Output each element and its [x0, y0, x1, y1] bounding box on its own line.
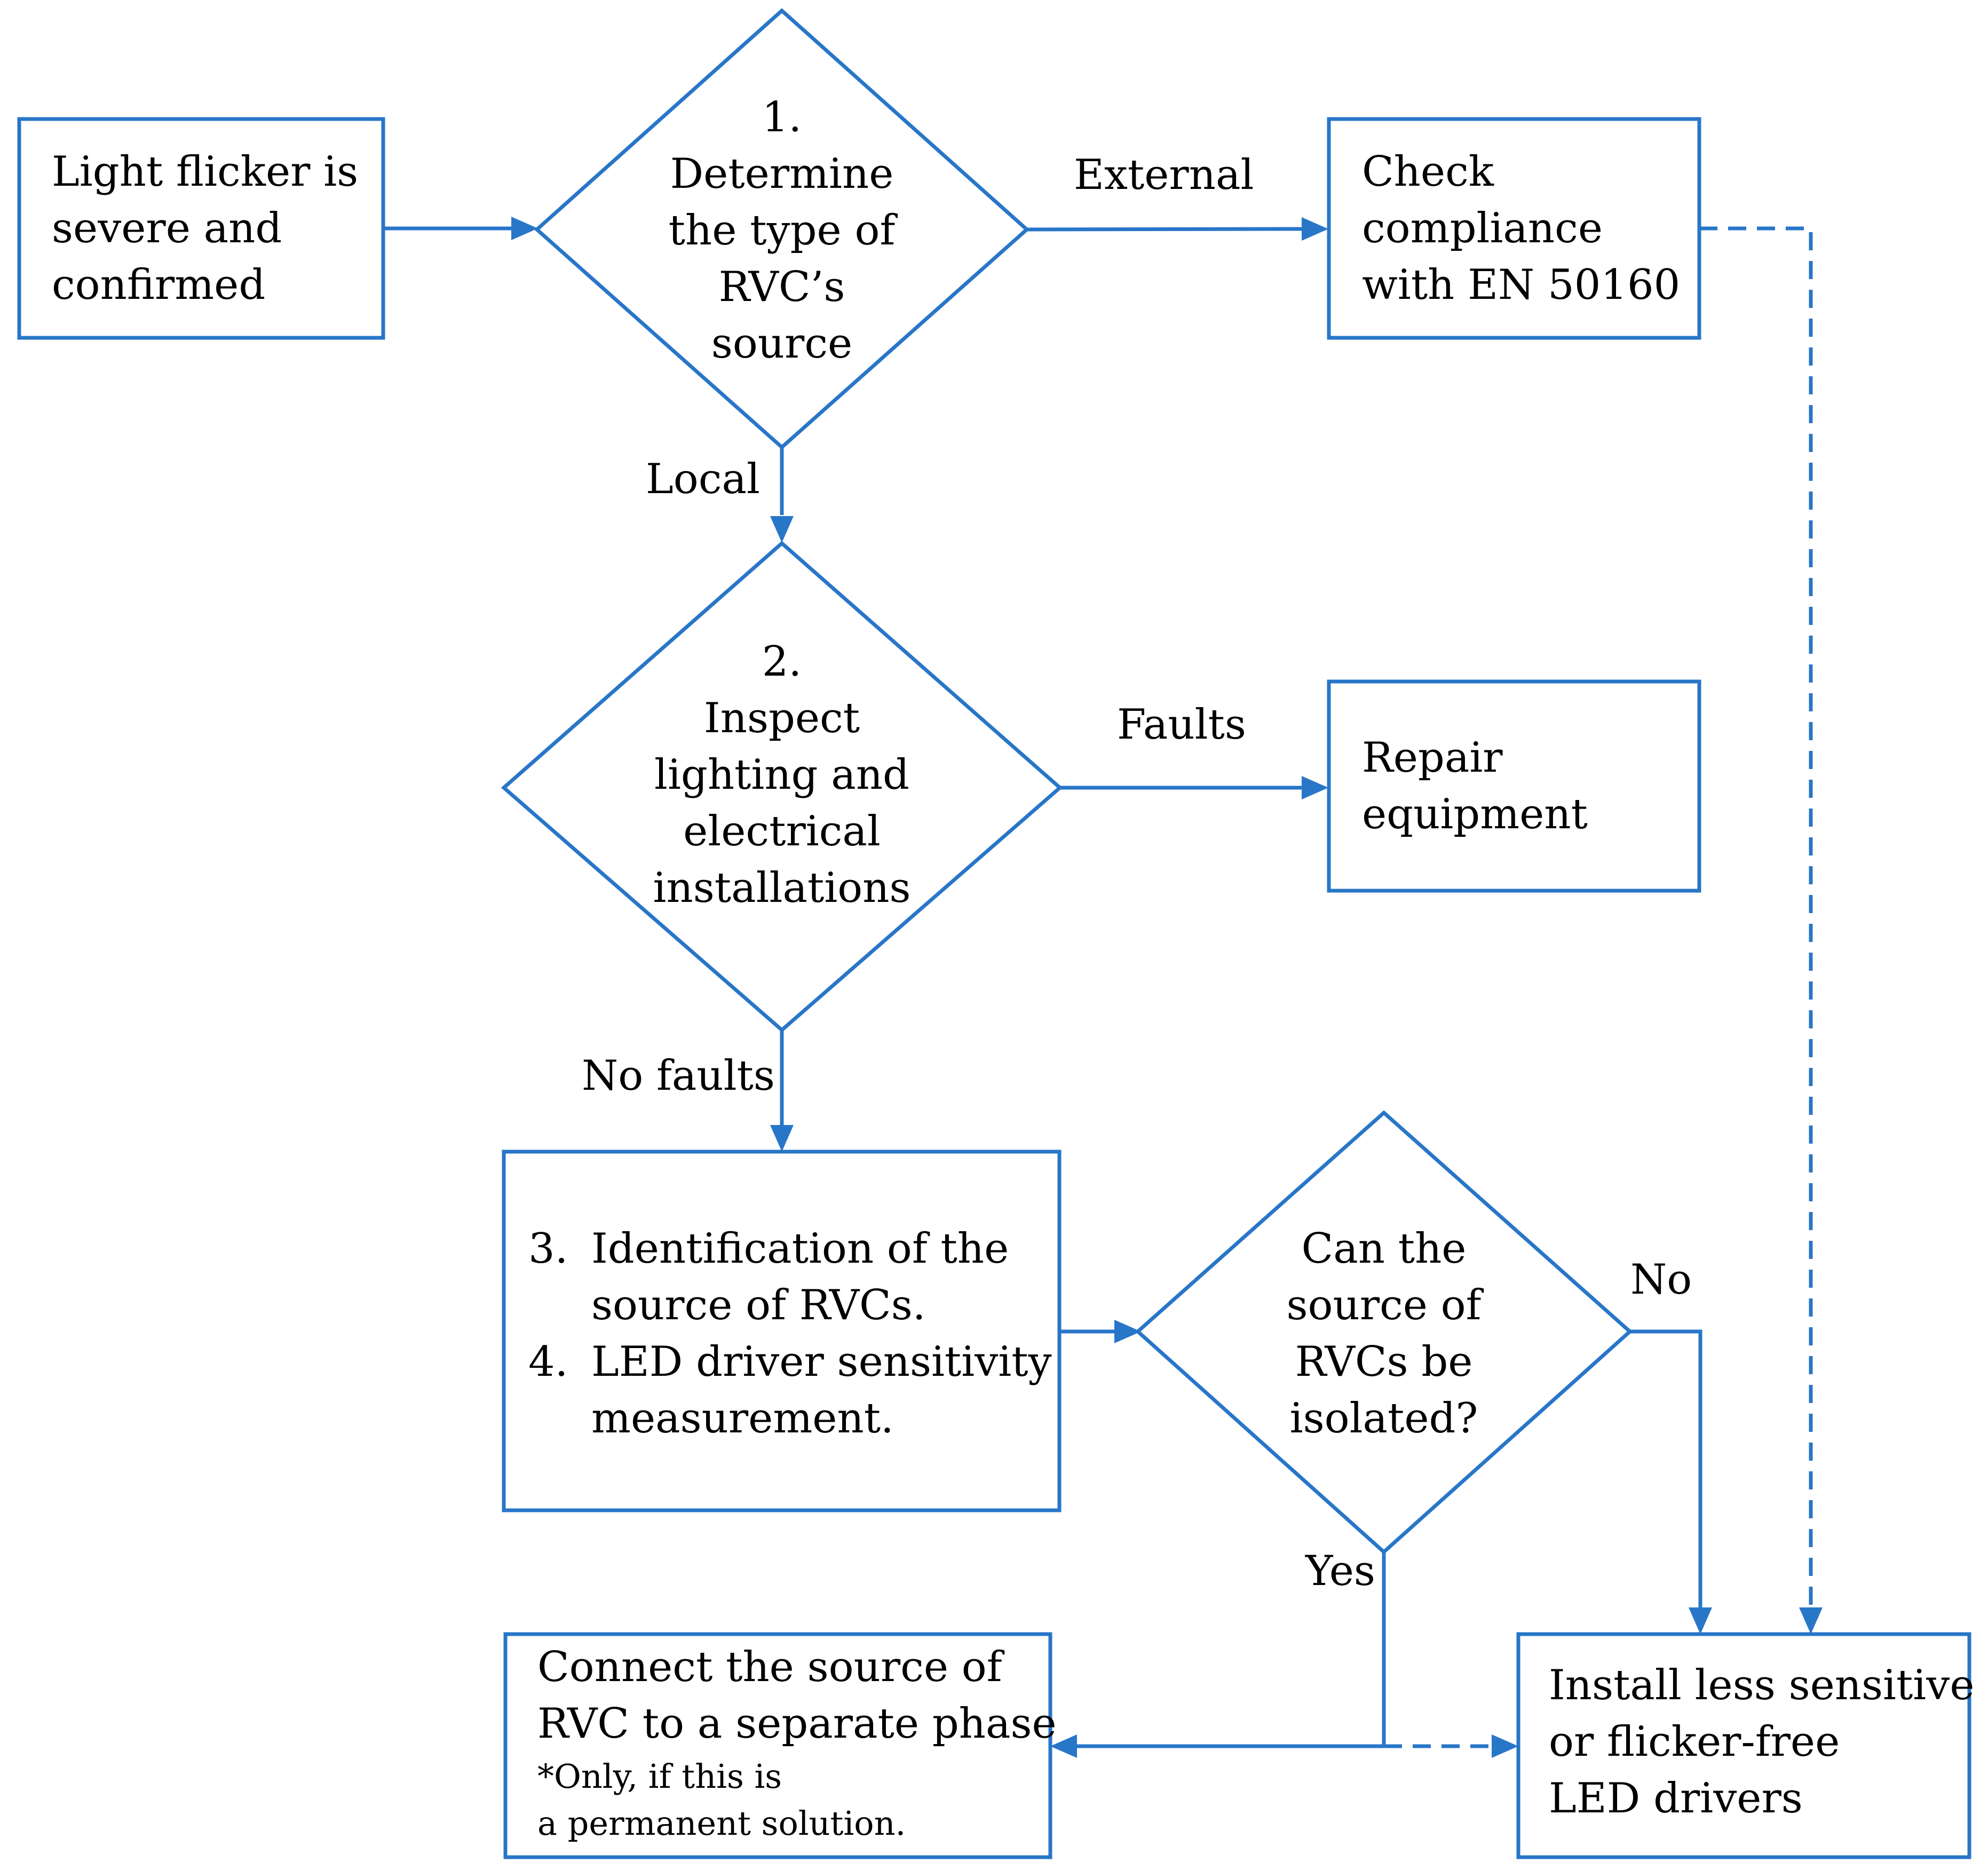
arrowhead-repair: [1302, 776, 1328, 799]
check-line-3: with EN 50160: [1362, 261, 1680, 309]
arrowhead-decision2: [770, 516, 794, 543]
connect-line-2: RVC to a separate phase: [537, 1700, 1057, 1748]
dashed-check-to-install: [1699, 226, 1813, 1612]
step3-line-1: Identification of the: [591, 1225, 1009, 1273]
decision1-line-5: source: [711, 320, 852, 368]
arrowhead-decision3: [1114, 1320, 1141, 1343]
start-line-1: Light flicker is: [52, 148, 358, 196]
arrowhead-check: [1302, 217, 1328, 241]
install-box: [1516, 1632, 1971, 1859]
decision3-line-1: Can the: [1302, 1225, 1467, 1273]
start-line-3: confirmed: [52, 261, 265, 309]
check-text: Check compliance with EN 50160: [1362, 148, 1680, 309]
install-line-2: or flicker-free: [1549, 1718, 1840, 1766]
arrowhead-decision1: [511, 217, 538, 240]
repair-text: Repair equipment: [1362, 734, 1588, 838]
decision3-text: Can the source of RVCs be isolated?: [1287, 1225, 1484, 1443]
decision2-diamond: [501, 541, 1063, 1033]
decision2-line-3: lighting and: [654, 751, 909, 799]
decision1-line-3: the type of: [669, 207, 898, 255]
edge-label-no-faults: No faults: [582, 1052, 775, 1100]
decision3-diamond: [1135, 1110, 1633, 1555]
step3-line-2: source of RVCs.: [591, 1281, 926, 1329]
step4-number: 4.: [528, 1338, 568, 1386]
decision2-line-5: installations: [653, 864, 911, 912]
step34-box: [502, 1150, 1062, 1512]
repair-line-1: Repair: [1362, 734, 1503, 782]
decision1-diamond: [534, 8, 1030, 450]
connect-box: [503, 1632, 1052, 1859]
repair-box: [1327, 679, 1701, 893]
install-text: Install less sensitive or flicker-free L…: [1549, 1661, 1974, 1823]
arrowheads: [511, 217, 1823, 1758]
decision1-line-2: Determine: [670, 150, 894, 198]
edge-label-external: External: [1074, 151, 1254, 199]
start-text: Light flicker is severe and confirmed: [52, 148, 358, 309]
decision1-line-1: 1.: [762, 93, 802, 141]
start-line-2: severe and: [52, 204, 282, 252]
arrow-decision3-no-to-install: [1630, 1329, 1702, 1612]
edge-label-no: No: [1630, 1256, 1692, 1304]
edge-label-faults: Faults: [1117, 701, 1246, 749]
decision2-text: 2. Inspect lighting and electrical insta…: [653, 638, 911, 912]
decision3-line-2: source of: [1287, 1281, 1484, 1329]
step4-line-2: measurement.: [591, 1394, 894, 1443]
step3-number: 3.: [528, 1225, 568, 1273]
repair-line-2: equipment: [1362, 790, 1588, 838]
decision2-line-1: 2.: [762, 638, 802, 686]
check-line-2: compliance: [1362, 204, 1603, 252]
install-line-1: Install less sensitive: [1549, 1661, 1974, 1709]
shapes: [17, 8, 1971, 1859]
connect-note-1: *Only, if this is: [537, 1757, 782, 1796]
arrowhead-install-no: [1689, 1607, 1712, 1634]
connectors: [383, 226, 1813, 1748]
arrowhead-step34: [770, 1125, 794, 1152]
arrowhead-install-from-yes: [1492, 1734, 1518, 1758]
edge-label-yes: Yes: [1305, 1547, 1375, 1595]
decision2-line-4: electrical: [683, 807, 881, 855]
decision1-text: 1. Determine the type of RVC’s source: [669, 93, 898, 368]
edge-label-local: Local: [646, 455, 760, 503]
decision3-line-4: isolated?: [1290, 1394, 1478, 1443]
start-box: [17, 117, 385, 340]
step4-line-1: LED driver sensitivity: [591, 1338, 1052, 1386]
check-box: [1327, 117, 1701, 340]
edge-labels: External Local Faults No faults No Yes: [582, 151, 1692, 1595]
arrowhead-install-dashed: [1799, 1607, 1823, 1634]
connect-text: Connect the source of RVC to a separate …: [537, 1643, 1057, 1843]
connect-note-2: a permanent solution.: [537, 1804, 906, 1843]
check-line-1: Check: [1362, 148, 1494, 196]
arrowhead-connect: [1050, 1734, 1077, 1758]
decision3-line-3: RVCs be: [1295, 1338, 1473, 1386]
decision1-line-4: RVC’s: [719, 263, 845, 311]
connect-line-1: Connect the source of: [537, 1643, 1005, 1691]
decision2-line-2: Inspect: [704, 694, 860, 742]
install-line-3: LED drivers: [1549, 1774, 1803, 1823]
step34-text: 3. Identification of the source of RVCs.…: [528, 1225, 1052, 1443]
